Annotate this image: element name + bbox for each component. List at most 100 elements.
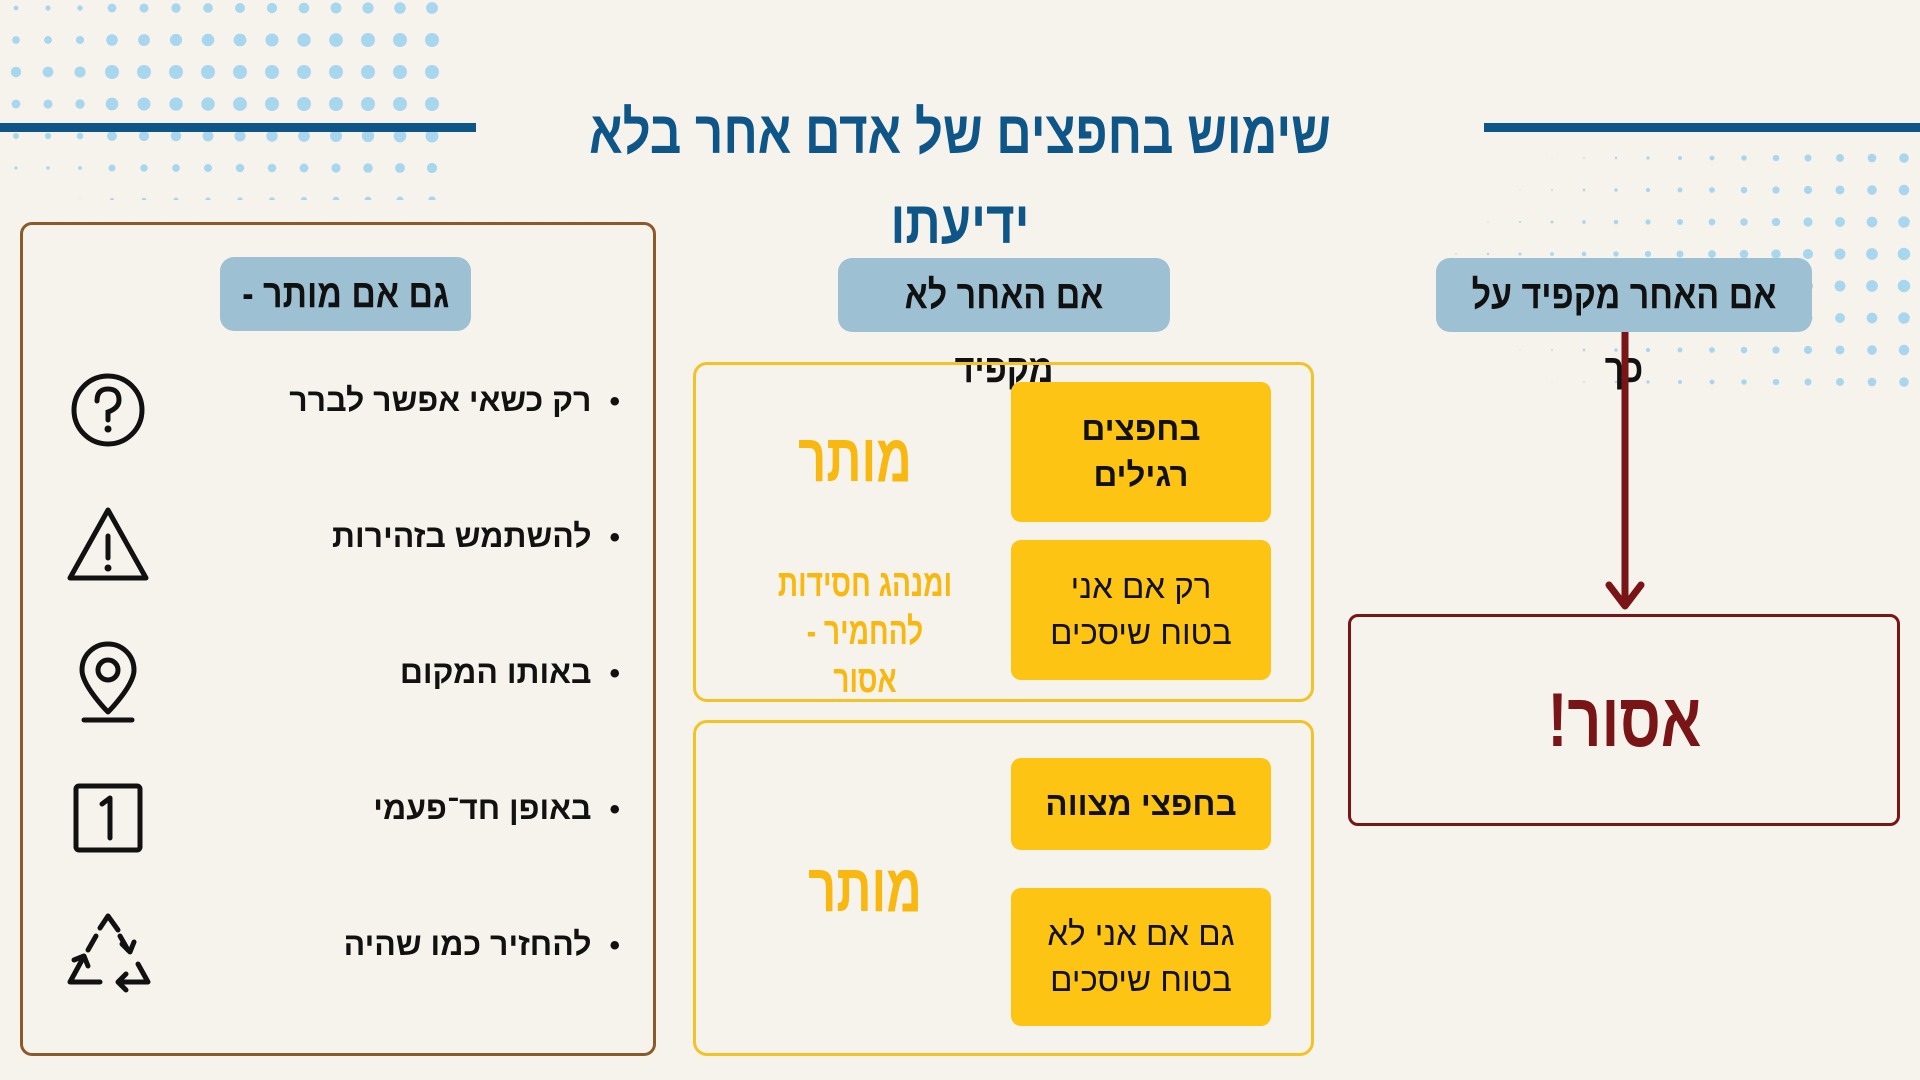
- decorative-dot: [265, 33, 279, 47]
- decorative-dot: [1708, 250, 1716, 258]
- piety-note: ומנהג חסידות להחמיר - אסור: [740, 560, 990, 704]
- decorative-dot: [235, 163, 245, 173]
- forbidden-label: אסור!: [1547, 677, 1701, 763]
- decorative-dot: [201, 65, 215, 79]
- decorative-dot: [297, 65, 311, 79]
- decorative-dot: [1867, 153, 1877, 163]
- decorative-dot: [1771, 249, 1781, 259]
- decorative-dot: [233, 33, 247, 47]
- decorative-dot: [1709, 347, 1715, 353]
- header-conditions: גם אם מותר -: [220, 257, 471, 331]
- decorative-dot: [203, 163, 213, 173]
- decorative-dot: [1741, 379, 1747, 385]
- decorative-dot: [1898, 344, 1910, 356]
- decorative-dot: [1709, 187, 1715, 193]
- decorative-dot: [106, 34, 118, 46]
- decorative-dot: [1835, 217, 1845, 227]
- decorative-dot: [75, 35, 85, 45]
- list-item: באופן חד־פעמי: [60, 783, 620, 898]
- decorative-dot: [14, 166, 18, 170]
- condition-text: באופן חד־פעמי: [180, 788, 620, 830]
- decorative-dot: [266, 130, 278, 142]
- decorative-dot: [266, 2, 278, 14]
- decorative-dot: [395, 163, 405, 173]
- decorative-dot: [1678, 380, 1682, 384]
- decorative-dot: [393, 33, 407, 47]
- decorative-dot: [1645, 187, 1651, 193]
- decorative-dot: [428, 196, 436, 200]
- decorative-dot: [138, 130, 150, 142]
- decorative-dot: [1772, 154, 1780, 162]
- decorative-dot: [1866, 280, 1878, 292]
- decorative-dot: [1772, 346, 1780, 354]
- decorative-dot: [1550, 220, 1554, 224]
- decorative-dot: [205, 197, 211, 200]
- decorative-dot: [425, 65, 439, 79]
- decorative-dot: [1581, 251, 1587, 257]
- list-item: רק כשאי אפשר לברר: [60, 373, 620, 490]
- decorative-dot: [137, 65, 151, 79]
- decorative-dot: [75, 99, 85, 109]
- recycle-icon: [67, 913, 151, 993]
- mitzvah-verdict-label: מותר: [808, 850, 922, 926]
- title-rule-right: [1484, 123, 1920, 132]
- decorative-dot: [297, 97, 311, 111]
- header-strict: אם האחר מקפיד על כך: [1436, 258, 1812, 391]
- decorative-dot: [364, 196, 372, 200]
- decorative-dot: [1867, 185, 1877, 195]
- decorative-dot: [13, 5, 19, 11]
- title-rule-left: [0, 123, 476, 132]
- decorative-dot: [1550, 252, 1554, 256]
- condition-text: רק כשאי אפשר לברר: [180, 380, 620, 422]
- decorative-dot: [107, 3, 117, 13]
- mitzvah-items-box: בחפצי מצווה: [1011, 758, 1271, 850]
- decorative-dot: [169, 97, 183, 111]
- decorative-dot: [1804, 378, 1812, 386]
- decorative-dot: [1646, 380, 1650, 384]
- decorative-dot: [1867, 345, 1877, 355]
- decorative-dot: [1866, 248, 1878, 260]
- decorative-dot: [1582, 220, 1586, 224]
- decorative-dot: [332, 196, 340, 200]
- decorative-dot: [1645, 347, 1651, 353]
- decorative-dot: [11, 99, 21, 109]
- decorative-dot: [233, 65, 247, 79]
- decorative-dot: [203, 3, 213, 13]
- decorative-dot: [1772, 378, 1780, 386]
- decorative-dot: [394, 2, 406, 14]
- condition-text: להחזיר כמו שהיה: [180, 924, 620, 966]
- decorative-dot: [396, 196, 404, 200]
- decorative-dot: [76, 132, 84, 140]
- header-conditions-label: גם אם מותר -: [241, 272, 450, 316]
- decorative-dot: [265, 65, 279, 79]
- decorative-dot: [1583, 381, 1585, 383]
- only-if-sure-box: רק אם אני בטוח שיסכים: [1011, 540, 1271, 680]
- decorative-dot: [361, 129, 375, 143]
- decorative-dot: [265, 97, 279, 111]
- decorative-dot: [44, 36, 52, 44]
- decorative-dot: [170, 130, 182, 142]
- decorative-dot: [330, 2, 342, 14]
- decorative-dot: [43, 99, 53, 109]
- decorative-dot: [1551, 349, 1553, 351]
- decorative-dot: [169, 33, 183, 47]
- decorative-dot: [1804, 154, 1812, 162]
- even-if-unsure-box: גם אם אני לא בטוח שיסכים: [1011, 888, 1271, 1026]
- decorative-dot: [425, 97, 439, 111]
- decorative-dot: [46, 166, 50, 170]
- decorative-dot: [1740, 346, 1748, 354]
- decorative-dot: [1644, 250, 1652, 258]
- decorative-dot: [1898, 312, 1910, 324]
- header-lenient: אם האחר לא מקפיד: [838, 258, 1170, 391]
- decorative-dot: [300, 196, 308, 200]
- one-time-icon: [73, 783, 143, 853]
- decorative-dot: [1551, 157, 1553, 159]
- decorative-dot: [329, 65, 343, 79]
- decorative-dot: [1771, 217, 1781, 227]
- decorative-dot: [1867, 377, 1877, 387]
- decorative-dot: [1487, 221, 1489, 223]
- decorative-dot: [202, 130, 214, 142]
- decorative-dot: [393, 65, 407, 79]
- decorative-dot: [13, 133, 19, 139]
- decorative-dot: [1519, 349, 1521, 351]
